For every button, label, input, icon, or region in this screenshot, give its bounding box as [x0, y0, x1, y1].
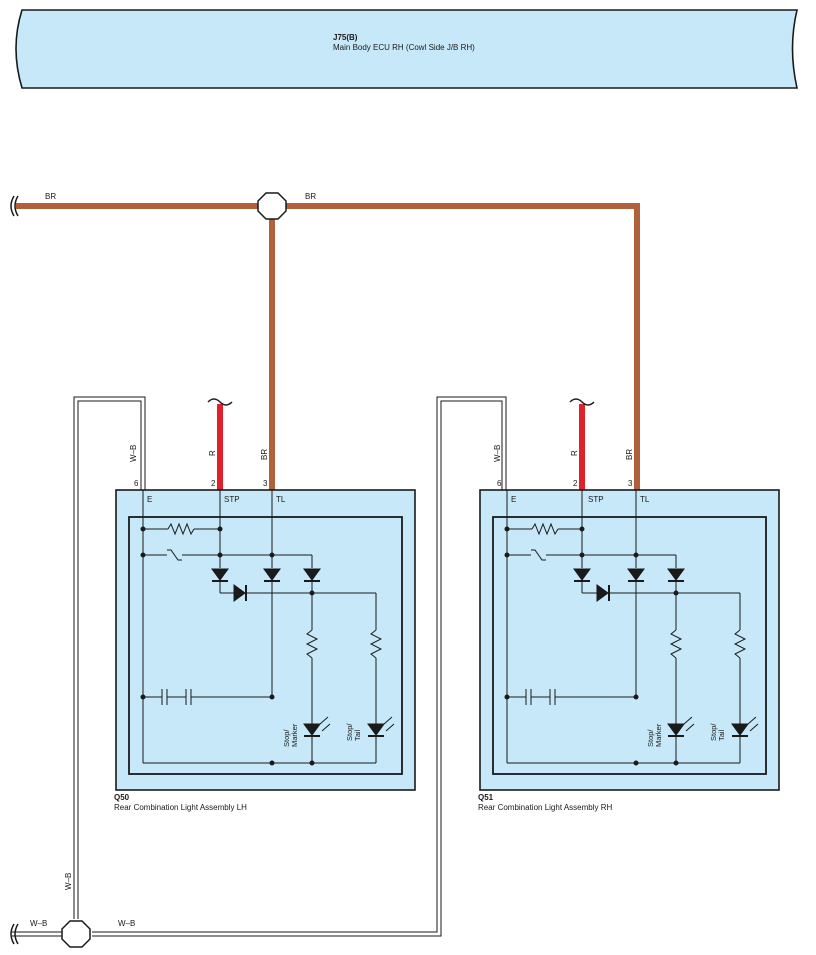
q50-term-tl: TL	[276, 495, 286, 504]
q51-bulb-label-tail: Tail	[717, 729, 726, 741]
q50-pin6-wire: W–B	[129, 445, 138, 462]
q50-pin2-num: 2	[211, 479, 216, 488]
wb-bottom-left-label: W–B	[30, 919, 47, 928]
q51-pin3-num: 3	[628, 479, 633, 488]
q51-internal-circuit	[506, 490, 759, 764]
q51-code: Q51	[478, 793, 494, 802]
q51-pin6-num: 6	[497, 479, 502, 488]
q51-bulb-label-stop2: Stop/	[709, 723, 718, 741]
br-junction-node	[257, 192, 287, 220]
br-left-label: BR	[45, 192, 56, 201]
br-wire-harness: BR BR	[10, 192, 640, 490]
q50-code: Q50	[114, 793, 130, 802]
q51-term-e: E	[511, 495, 516, 504]
q51-term-stp: STP	[588, 495, 604, 504]
q51-rear-light-rh: W–B R BR 6 2 3 E STP TL	[478, 398, 780, 812]
q50-name: Rear Combination Light Assembly LH	[114, 803, 247, 812]
wb-vertical-label: W–B	[64, 873, 73, 890]
q50-internal-circuit	[142, 490, 395, 764]
q50-bulb-label-marker: Marker	[290, 723, 299, 747]
q51-bulb-label-marker: Marker	[654, 723, 663, 747]
q50-bulb-label-stop2: Stop/	[345, 723, 354, 741]
q50-bulb-label-stop1: Stop/	[282, 729, 291, 747]
wb-bottom-right-label: W–B	[118, 919, 135, 928]
q51-pin2-wire: R	[570, 450, 579, 456]
ecu-header-block: J75(B) Main Body ECU RH (Cowl Side J/B R…	[15, 9, 799, 89]
wb-wire-harness	[10, 396, 507, 945]
q51-pin2-num: 2	[573, 479, 578, 488]
wb-ground-junction	[61, 920, 91, 948]
q50-term-e: E	[147, 495, 152, 504]
q50-rear-light-lh: W–B R BR 6 2 3 E STP TL	[114, 398, 416, 812]
br-right-label: BR	[305, 192, 316, 201]
q51-bulb-label-stop1: Stop/	[646, 729, 655, 747]
ecu-code: J75(B)	[333, 33, 358, 42]
q50-diodes	[140, 526, 385, 766]
q51-term-tl: TL	[640, 495, 650, 504]
ecu-name: Main Body ECU RH (Cowl Side J/B RH)	[333, 43, 475, 52]
q50-pin6-num: 6	[134, 479, 139, 488]
q51-diodes	[504, 526, 749, 766]
q50-pin3-wire: BR	[260, 449, 269, 460]
q50-term-stp: STP	[224, 495, 240, 504]
q51-pin3-wire: BR	[625, 449, 634, 460]
q51-pin6-wire: W–B	[493, 445, 502, 462]
q51-name: Rear Combination Light Assembly RH	[478, 803, 613, 812]
q50-bulb-label-tail: Tail	[353, 729, 362, 741]
q50-pin3-num: 3	[263, 479, 268, 488]
q50-pin2-wire: R	[208, 450, 217, 456]
